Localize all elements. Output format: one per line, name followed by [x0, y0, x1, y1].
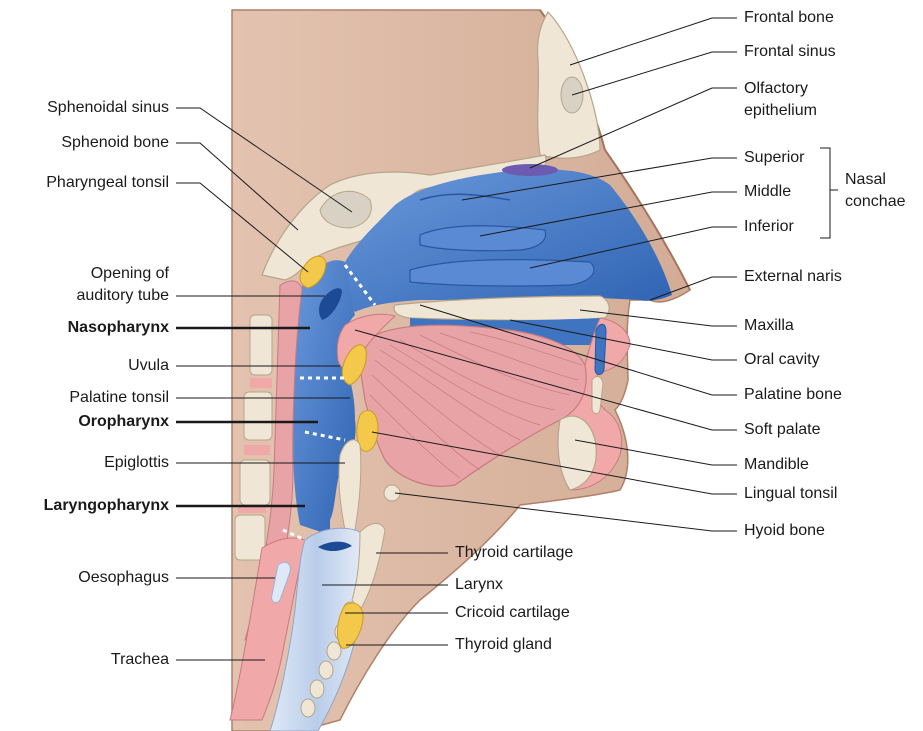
label-uvula: Uvula	[0, 356, 169, 376]
label-laryngopharynx: Laryngopharynx	[0, 496, 169, 516]
label-hyoid-bone: Hyoid bone	[744, 521, 825, 541]
label-epiglottis: Epiglottis	[0, 453, 169, 473]
label-frontal-sinus: Frontal sinus	[744, 42, 836, 62]
label-nasal: Nasal	[845, 170, 886, 190]
epiglottis-shape	[339, 440, 361, 530]
label-opening-1: Opening of	[0, 264, 169, 284]
label-palatine-bone: Palatine bone	[744, 385, 842, 405]
label-thyroid-cartilage: Thyroid cartilage	[455, 543, 573, 563]
label-cricoid-cartilage: Cricoid cartilage	[455, 603, 570, 623]
label-middle: Middle	[744, 182, 791, 202]
label-frontal-bone: Frontal bone	[744, 8, 834, 28]
label-oesophagus: Oesophagus	[0, 568, 169, 588]
label-pharyngeal-tonsil: Pharyngeal tonsil	[0, 173, 169, 193]
label-larynx: Larynx	[455, 575, 503, 595]
label-inferior: Inferior	[744, 217, 794, 237]
maxilla-tooth	[595, 324, 606, 374]
label-oropharynx: Oropharynx	[0, 412, 169, 432]
label-nasopharynx: Nasopharynx	[0, 318, 169, 338]
inferior-concha	[410, 260, 594, 286]
label-palatine-tonsil: Palatine tonsil	[0, 388, 169, 408]
label-mandible: Mandible	[744, 455, 809, 475]
label-sphenoid-bone: Sphenoid bone	[0, 133, 169, 153]
middle-concha	[420, 226, 546, 251]
label-soft-palate: Soft palate	[744, 420, 821, 440]
label-olfactory-2: epithelium	[744, 101, 817, 121]
label-olfactory-1: Olfactory	[744, 79, 808, 99]
label-external-naris: External naris	[744, 267, 842, 287]
label-conchae: conchae	[845, 192, 906, 212]
label-opening-2: auditory tube	[0, 286, 169, 306]
label-superior: Superior	[744, 148, 804, 168]
label-sphenoidal-sinus: Sphenoidal sinus	[0, 98, 169, 118]
label-maxilla: Maxilla	[744, 316, 794, 336]
label-thyroid-gland: Thyroid gland	[455, 635, 552, 655]
label-trachea: Trachea	[0, 650, 169, 670]
conchae-bracket	[820, 148, 830, 238]
label-lingual-tonsil: Lingual tonsil	[744, 484, 837, 504]
label-oral-cavity: Oral cavity	[744, 350, 820, 370]
olfactory-patch	[502, 164, 558, 176]
